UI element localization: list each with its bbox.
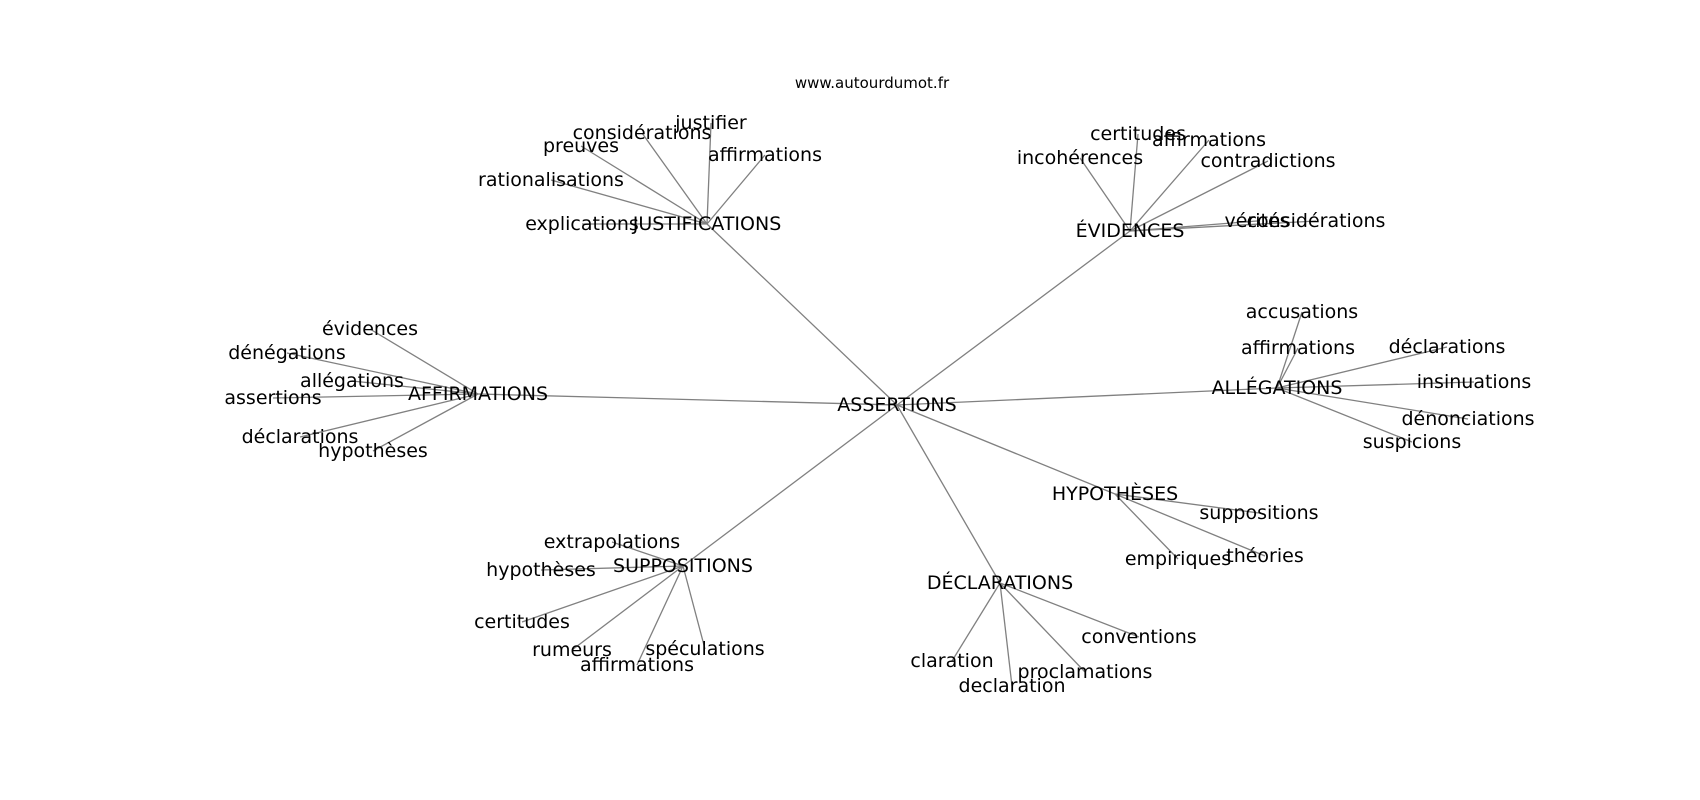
- leaf-node-certitudes[interactable]: certitudes: [474, 611, 570, 633]
- leaf-node-denegations[interactable]: dénégations: [228, 342, 345, 364]
- leaf-node-considerations[interactable]: considérations: [573, 122, 712, 144]
- leaf-node-preuves[interactable]: preuves: [543, 135, 619, 157]
- hub-node-affirmations[interactable]: AFFIRMATIONS: [408, 383, 548, 405]
- leaf-node-rationalisations[interactable]: rationalisations: [478, 169, 624, 191]
- edge-justifications-preuves: [580, 145, 708, 225]
- edge-affirmations-denegations: [286, 352, 479, 395]
- edge-justifications-considerations: [641, 132, 708, 225]
- leaf-node-contradictions[interactable]: contradictions: [1200, 150, 1335, 172]
- edge-justifications-rationalisations: [550, 179, 708, 225]
- leaf-node-rumeurs[interactable]: rumeurs: [532, 639, 612, 661]
- hub-node-suppositions[interactable]: SUPPOSITIONS: [613, 555, 753, 577]
- leaf-node-affirmations[interactable]: affirmations: [708, 144, 822, 166]
- edge-suppositions-hypotheses: [540, 565, 684, 571]
- hub-node-hypotheses[interactable]: HYPOTHÈSES: [1052, 482, 1178, 505]
- leaf-node-evidences[interactable]: évidences: [322, 318, 418, 340]
- edge-affirmations-declarations: [299, 393, 479, 438]
- hub-node-declarations[interactable]: DÉCLARATIONS: [927, 571, 1073, 594]
- edge-affirmations-allegations: [351, 380, 479, 395]
- leaf-node-considerations[interactable]: considérations: [1247, 210, 1386, 232]
- leaf-node-allegations[interactable]: allégations: [300, 370, 404, 392]
- leaf-node-explications[interactable]: explications: [525, 213, 639, 235]
- edge-allegations-denonciations: [1276, 387, 1469, 420]
- leaf-node-denonciations[interactable]: dénonciations: [1401, 408, 1534, 430]
- edge-allegations-declarations: [1276, 346, 1448, 389]
- edge-root-affirmations: [477, 393, 898, 406]
- edge-justifications-affirmations: [706, 154, 766, 225]
- edge-evidences-certitudes: [1129, 133, 1139, 232]
- edge-allegations-insinuations: [1276, 381, 1475, 389]
- leaf-node-verites[interactable]: vérités: [1224, 210, 1289, 232]
- root-node[interactable]: ASSERTIONS: [837, 394, 956, 416]
- graph-labels: ASSERTIONSJUSTIFICATIONSjustifierconsidé…: [224, 112, 1534, 697]
- edge-root-justifications: [706, 223, 898, 406]
- leaf-node-suspicions[interactable]: suspicions: [1363, 431, 1461, 453]
- edge-suppositions-extrapolations: [611, 541, 684, 567]
- edge-hypotheses-suppositions: [1114, 493, 1260, 514]
- leaf-node-speculations[interactable]: spéculations: [645, 638, 764, 660]
- leaf-node-declaration[interactable]: declaration: [959, 675, 1066, 697]
- leaf-node-declarations[interactable]: déclarations: [1389, 336, 1506, 358]
- edge-suppositions-speculations: [682, 565, 706, 650]
- leaf-node-accusations[interactable]: accusations: [1246, 301, 1358, 323]
- edge-root-hypotheses: [896, 404, 1116, 495]
- leaf-node-claration[interactable]: claration: [910, 650, 993, 672]
- leaf-node-incoherences[interactable]: incohérences: [1017, 147, 1143, 169]
- edge-hypotheses-empiriques: [1114, 493, 1179, 560]
- edge-allegations-suspicions: [1276, 387, 1413, 443]
- leaf-node-declarations[interactable]: déclarations: [242, 426, 359, 448]
- edge-suppositions-affirmations: [636, 565, 684, 666]
- leaf-node-affirmations[interactable]: affirmations: [1241, 337, 1355, 359]
- graph-edges: [272, 122, 1475, 687]
- edge-evidences-affirmations: [1129, 139, 1210, 232]
- edge-declarations-claration: [951, 582, 1001, 662]
- leaf-node-justifier[interactable]: justifier: [674, 112, 747, 134]
- leaf-node-conventions[interactable]: conventions: [1081, 626, 1196, 648]
- leaf-node-certitudes[interactable]: certitudes: [1090, 123, 1186, 145]
- hub-node-justifications[interactable]: JUSTIFICATIONS: [632, 213, 782, 235]
- edge-suppositions-rumeurs: [571, 565, 684, 651]
- leaf-node-affirmations[interactable]: affirmations: [1152, 129, 1266, 151]
- leaf-node-hypotheses[interactable]: hypothèses: [318, 440, 428, 462]
- leaf-node-insinuations[interactable]: insinuations: [1417, 371, 1532, 393]
- edge-declarations-declaration: [999, 582, 1013, 687]
- leaf-node-affirmations[interactable]: affirmations: [580, 654, 694, 676]
- edge-declarations-proclamations: [999, 582, 1086, 673]
- leaf-node-extrapolations[interactable]: extrapolations: [544, 531, 680, 553]
- leaf-node-theories[interactable]: théories: [1226, 545, 1303, 567]
- edge-affirmations-hypotheses: [372, 393, 479, 452]
- edge-evidences-considerations: [1129, 220, 1317, 232]
- edge-evidences-contradictions: [1129, 160, 1269, 232]
- site-label: www.autourdumot.fr: [795, 74, 950, 92]
- leaf-node-empiriques[interactable]: empiriques: [1125, 548, 1231, 570]
- leaf-node-proclamations[interactable]: proclamations: [1018, 661, 1153, 683]
- edge-declarations-conventions: [999, 582, 1140, 638]
- edge-root-evidences: [896, 230, 1131, 406]
- edge-affirmations-assertions: [272, 393, 479, 399]
- edge-allegations-affirmations: [1276, 347, 1299, 389]
- edge-suppositions-certitudes: [521, 565, 684, 623]
- edge-justifications-justifier: [706, 122, 712, 225]
- edge-root-declarations: [896, 404, 1001, 584]
- hub-node-evidences[interactable]: ÉVIDENCES: [1076, 219, 1185, 242]
- edge-root-suppositions: [682, 404, 898, 567]
- edge-evidences-incoherences: [1079, 157, 1131, 232]
- hub-node-allegations[interactable]: ALLÉGATIONS: [1212, 376, 1343, 399]
- edge-allegations-accusations: [1276, 311, 1303, 389]
- edge-root-allegations: [896, 387, 1278, 406]
- leaf-node-suppositions[interactable]: suppositions: [1199, 502, 1318, 524]
- edge-hypotheses-theories: [1114, 493, 1266, 557]
- leaf-node-assertions[interactable]: assertions: [224, 387, 321, 409]
- edge-affirmations-evidences: [369, 328, 479, 395]
- leaf-node-hypotheses[interactable]: hypothèses: [486, 559, 596, 581]
